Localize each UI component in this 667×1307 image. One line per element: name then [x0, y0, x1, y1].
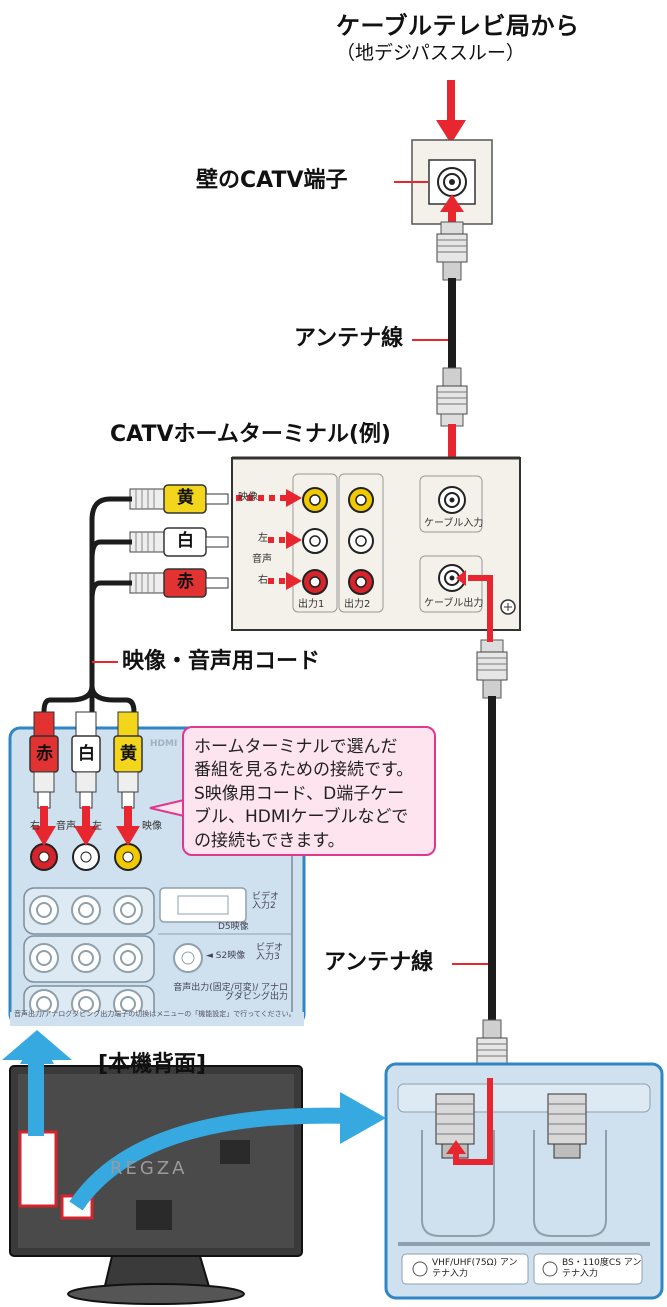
- tv-jack-audio-label: 音声: [56, 821, 76, 832]
- brand-logo: REGZA: [110, 1158, 188, 1179]
- vhf-uhf-input-label: VHF/UHF(75Ω) アンテナ入力: [432, 1258, 518, 1279]
- info-callout: ホームターミナルで選んだ 番組を見るための接続です。 S映像用コード、D端子ケー…: [182, 726, 436, 856]
- vhf-connect-path: [453, 1078, 493, 1165]
- av-cord-label: 映像・音声用コード: [122, 649, 321, 674]
- rca-plugs-tv: [29, 711, 143, 809]
- terminal-cable-in-label: ケーブル入力: [424, 518, 484, 529]
- terminal-cable-out-label: ケーブル出力: [424, 598, 484, 609]
- tv-plug-yellow-label: 黄: [120, 744, 137, 764]
- callout-line-1: ホームターミナルで選んだ: [194, 737, 398, 757]
- tv-back-illustration: [9, 1065, 303, 1305]
- plug-yellow-label: 黄: [177, 488, 194, 508]
- antenna-cable-label-top: アンテナ線: [294, 326, 404, 351]
- rca-input-arrows: [236, 489, 302, 590]
- tv-video-in3-label: ビデオ 入力3: [256, 943, 284, 962]
- bs-cs-input-label: BS・110度CS アンテナ入力: [562, 1258, 642, 1279]
- outlet-up-arrow: [440, 194, 464, 228]
- bottom-antenna-cable: [476, 639, 508, 1079]
- top-antenna-cable: [436, 221, 468, 427]
- source-title: ケーブルテレビ局から: [336, 12, 580, 40]
- tv-rca-arrows: [32, 806, 140, 846]
- callout-line-3: S映像用コード、D端子ケー: [194, 783, 405, 804]
- tv-plug-white-label: 白: [78, 744, 95, 764]
- plug-red-label: 赤: [177, 572, 194, 592]
- terminal-output1-label: 出力1: [298, 599, 325, 610]
- antenna-cable-label-bottom: アンテナ線: [324, 950, 434, 975]
- tv-plug-red-label: 赤: [36, 744, 53, 764]
- source-down-arrow: [436, 80, 466, 144]
- callout-line-4: ブル、HDMIケーブルなどで: [194, 807, 409, 828]
- tv-jack-video-label: 映像: [142, 821, 162, 832]
- tv-jack-left-label: 左: [92, 821, 102, 832]
- tv-back-label: [本機背面]: [98, 1052, 207, 1077]
- zoom-arrows: [2, 1030, 386, 1211]
- tv-audio-out-label: 音声出力(固定/可変)/ アナログダビング出力: [173, 983, 288, 1002]
- av-cord-wires: [41, 496, 137, 713]
- callout-line-2: 番組を見るための接続です。: [194, 760, 414, 781]
- tv-d5-label: D5映像: [218, 922, 249, 932]
- terminal-output2-label: 出力2: [344, 599, 371, 610]
- source-subtitle: （地デジパススルー）: [336, 42, 525, 64]
- terminal-left-label: 左: [258, 533, 268, 544]
- terminal-video-label: 映像: [238, 492, 258, 503]
- tv-antenna-panel-zoom: [384, 1062, 664, 1300]
- tv-jack-right-label: 右: [30, 821, 40, 832]
- terminal-title: CATVホームターミナル(例): [110, 422, 391, 447]
- tv-video-in2-label: ビデオ 入力2: [252, 892, 280, 911]
- cable-out-path: [468, 575, 493, 642]
- wall-outlet-label: 壁のCATV端子: [196, 168, 348, 193]
- terminal-audio-label: 音声: [252, 554, 272, 565]
- tv-s2-label: ◄ S2映像: [206, 951, 246, 961]
- catv-home-terminal: [231, 456, 521, 631]
- tv-footnote: 音声出力/アナログダビング出力端子の切換はメニューの「機能設定」で行ってください…: [14, 1010, 296, 1018]
- tv-hdmi-label: HDMI: [150, 739, 178, 749]
- terminal-right-label: 右: [258, 575, 268, 586]
- plug-white-label: 白: [177, 531, 194, 551]
- callout-line-5: の接続もできます。: [194, 830, 345, 851]
